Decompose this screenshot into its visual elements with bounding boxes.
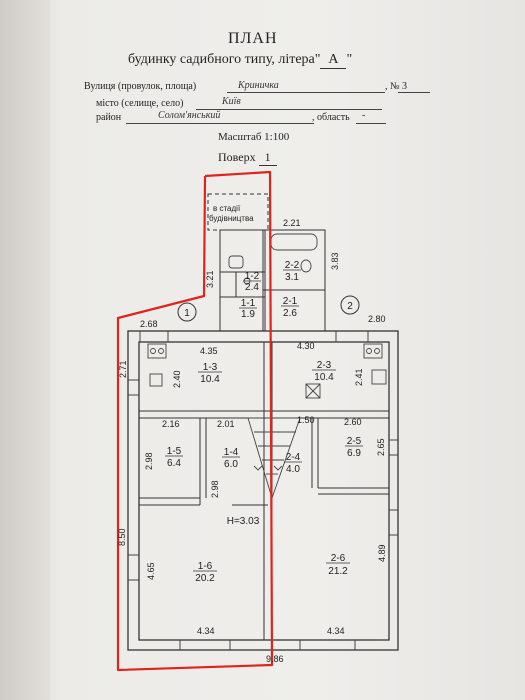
dim-2-68: 2.68 [140,319,158,329]
city-value: Київ [222,96,241,107]
red-boundary-outline [116,170,274,672]
room-2-6-id: 2-6 [331,553,346,564]
district-underline [126,123,314,124]
dim-2-60: 2.60 [344,417,362,427]
dim-2-21: 2.21 [283,218,301,228]
construction-note-line1: в стадії [213,204,241,213]
dim-3-21: 3.21 [205,270,215,288]
dim-3-83: 3.83 [330,252,340,270]
room-2-6-area: 21.2 [328,566,348,577]
room-2-2-id: 2-2 [285,260,300,271]
city-label: місто (селище, село) [96,98,184,109]
region-value: - [362,110,366,121]
room-2-3-area: 10.4 [314,372,334,383]
room-1-4-area: 6.0 [224,459,238,470]
room-1-3-area: 10.4 [200,374,220,385]
dim-2-41: 2.41 [354,368,364,386]
room-2-5-area: 6.9 [347,448,361,459]
dim-2-71: 2.71 [118,360,128,378]
room-2-1-id: 2-1 [283,296,298,307]
scale-label: Масштаб 1:100 [218,131,290,143]
plan-title: ПЛАН [228,30,278,47]
room-2-3-id: 2-3 [317,360,332,371]
floor-label-text: Поверх [218,150,256,164]
room-2-4-id: 2-4 [286,452,301,463]
dim-4-65: 4.65 [146,562,156,580]
room-1-4-id: 1-4 [224,447,239,458]
street-underline [227,92,385,93]
dim-2-01: 2.01 [217,419,235,429]
room-1-5-id: 1-5 [167,446,182,457]
room-1-2-area: 2.4 [245,282,259,293]
room-1-6-id: 1-6 [198,561,213,572]
room-label-dividers [165,269,363,572]
district-value: Солом'янський [158,110,221,121]
dim-2-98-center: 2.98 [210,480,220,498]
dim-2-65: 2.65 [376,438,386,456]
street-label: Вулиця (провулок, площа) [84,81,197,92]
dim-2-98-left: 2.98 [144,452,154,470]
subtitle-suffix: " [346,52,353,67]
floor-number: 1 [258,150,277,166]
dim-4-34-left: 4.34 [197,626,215,636]
room-2-5-id: 2-5 [347,436,362,447]
dim-8-50: 8.50 [117,528,127,546]
subtitle-prefix: будинку садибного типу, літера" [128,52,321,67]
window-marks [128,331,398,650]
district-label: район [96,112,122,123]
ceiling-height: Н=3.03 [227,516,260,527]
room-1-5-area: 6.4 [167,458,181,469]
dim-4-34-right: 4.34 [327,626,345,636]
room-1-3-id: 1-3 [203,362,218,373]
axis-markers [177,295,360,322]
dim-4-35: 4.35 [200,346,218,356]
annex-walls [207,193,326,332]
axis-marker-1: 1 [184,308,190,319]
page-fold-shadow [0,0,50,700]
street-value: Криничка [238,80,279,91]
construction-note-line2: будівництва [209,214,254,223]
axis-marker-2: 2 [347,301,353,312]
dim-2-16: 2.16 [162,419,180,429]
dim-4-89: 4.89 [377,544,387,562]
building-letter: А [320,52,347,69]
room-1-1-area: 1.9 [241,309,255,320]
plan-subtitle: будинку садибного типу, літера"А" [128,52,352,69]
room-2-2-area: 3.1 [285,272,299,283]
region-label: , область [312,112,350,123]
house-number: , № 3 [385,81,408,92]
room-1-1-id: 1-1 [241,298,256,309]
interior-walls [139,342,389,640]
dim-2-40: 2.40 [172,370,182,388]
dim-1-50: 1.50 [297,415,315,425]
room-2-4-area: 4.0 [286,464,300,475]
room-1-2-id: 1-2 [245,271,260,282]
number-underline [398,92,430,93]
region-underline [356,123,386,124]
dim-4-30: 4.30 [297,341,315,351]
floor-label: Поверх 1 [218,150,277,166]
city-underline [196,109,382,110]
dim-9-86: 9.86 [266,654,284,664]
room-1-6-area: 20.2 [195,573,215,584]
room-2-1-area: 2.6 [283,308,297,319]
dim-2-80: 2.80 [368,314,386,324]
